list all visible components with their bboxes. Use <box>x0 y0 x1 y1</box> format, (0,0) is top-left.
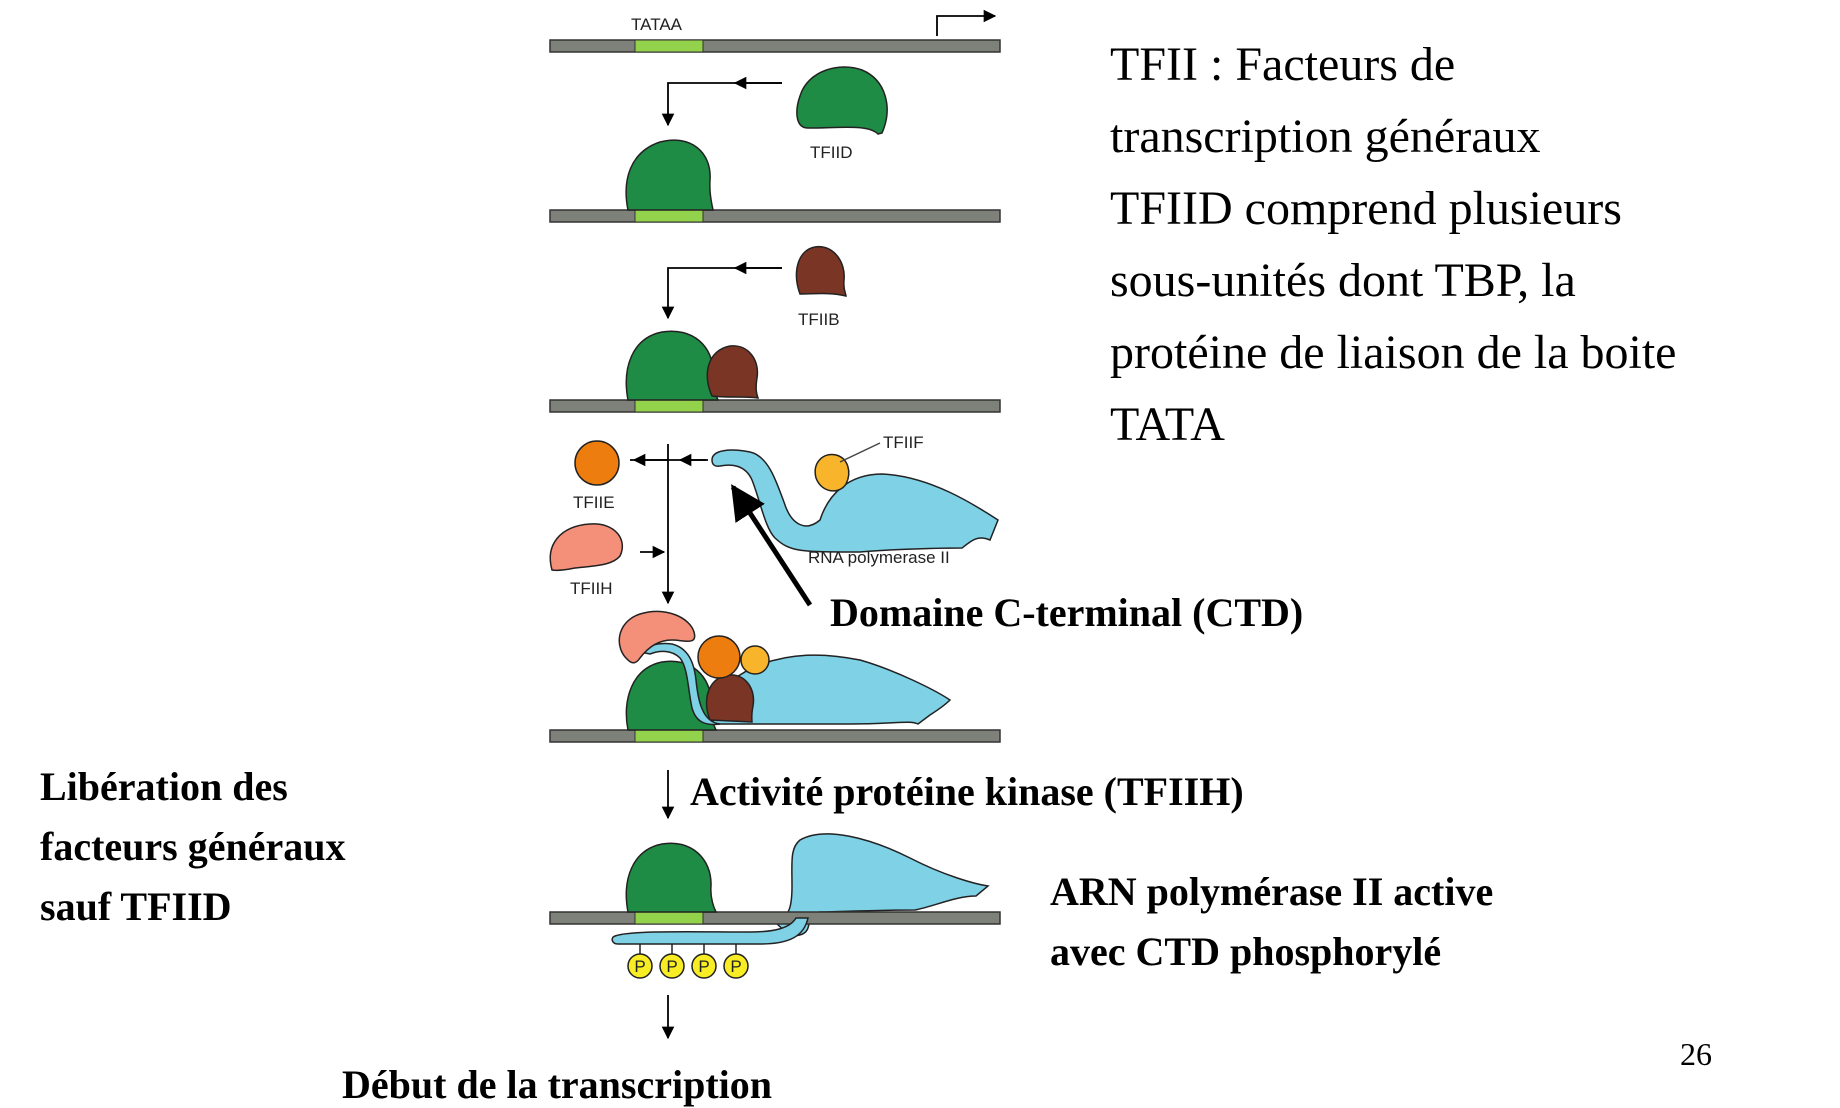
tata-box <box>634 911 704 925</box>
tata-box <box>634 39 704 53</box>
rna-polymerase-ii-free <box>711 449 999 553</box>
active-line: ARN polymérase II active <box>1050 869 1493 914</box>
tata-box <box>634 729 704 743</box>
tata-box-label: TATAA <box>631 15 683 34</box>
phosphate-circle <box>659 953 685 979</box>
phosphate-label: P <box>666 957 677 976</box>
dna-strand-3 <box>549 399 1001 413</box>
tfiih-label: TFIIH <box>570 579 613 598</box>
phosphate-group: P <box>659 944 685 979</box>
release-text: Libération des facteurs généraux sauf TF… <box>40 764 355 929</box>
active-tfiid <box>625 842 718 913</box>
tfiif-free-protein <box>814 453 850 492</box>
page-number: 26 <box>1680 1036 1712 1072</box>
active-line: avec CTD phosphorylé <box>1050 929 1441 974</box>
dna-bar <box>549 911 1001 925</box>
definition-line: TFIID comprend plusieurs <box>1110 182 1622 235</box>
transcription-start-label: Début de la transcription <box>342 1062 772 1107</box>
pic-tfiih <box>618 610 696 664</box>
tfiie-free-protein <box>574 440 620 486</box>
release-line: facteurs généraux <box>40 824 345 869</box>
definition-line: sous-unités dont TBP, la <box>1110 254 1576 307</box>
tfii-definition: TFII : Facteurs de transcription générau… <box>1110 38 1688 451</box>
phosphate-circle <box>691 953 717 979</box>
ctd-callout-arrow <box>730 484 813 607</box>
dna-strand-2 <box>549 209 1001 223</box>
tfiif-label: TFIIF <box>883 433 924 452</box>
tfiib-free-protein <box>795 246 847 297</box>
definition-line: transcription généraux <box>1110 110 1541 163</box>
tfiid-bound-protein <box>625 330 720 401</box>
tata-box <box>634 399 704 413</box>
phosphate-groups: P P P P <box>627 944 749 979</box>
tfiib-label: TFIIB <box>798 310 840 329</box>
release-line: Libération des <box>40 764 288 809</box>
definition-line: TFII : Facteurs de <box>1110 38 1455 91</box>
tfiid-label: TFIID <box>810 143 853 162</box>
phosphate-label: P <box>634 957 645 976</box>
tfiib-bound-protein <box>706 345 760 399</box>
definition-line: TATA <box>1110 398 1225 451</box>
dna-bar <box>549 209 1001 223</box>
pic-tfiif <box>740 645 770 675</box>
ctd-label: Domaine C-terminal (CTD) <box>830 590 1303 635</box>
kinase-label: Activité protéine kinase (TFIIH) <box>690 769 1244 814</box>
tata-box <box>634 209 704 223</box>
pic-tfiib <box>705 674 755 723</box>
tfiie-label: TFIIE <box>573 493 615 512</box>
dna-strand-6 <box>549 911 1001 925</box>
dna-bar <box>549 399 1001 413</box>
dna-strand-1 <box>549 39 1001 53</box>
tfiid-bound-protein <box>625 139 714 211</box>
phosphate-circle <box>723 953 749 979</box>
phosphate-label: P <box>730 957 741 976</box>
phosphate-label: P <box>698 957 709 976</box>
pic-tfiie <box>697 635 741 679</box>
phosphorylated-ctd <box>611 917 809 945</box>
definition-line: protéine de liaison de la boite <box>1110 326 1676 379</box>
transcription-start-arrow <box>936 9 997 36</box>
phosphate-group: P <box>723 944 749 979</box>
polymerase-label: RNA polymerase II <box>808 548 950 567</box>
release-line: sauf TFIID <box>40 884 232 929</box>
dna-bar <box>549 39 1001 53</box>
dna-bar <box>549 729 1001 743</box>
tfiid-free-protein <box>796 66 888 135</box>
phosphate-group: P <box>691 944 717 979</box>
active-polymerase-text: ARN polymérase II active avec CTD phosph… <box>1050 869 1503 974</box>
phosphate-circle <box>627 953 653 979</box>
binding-arrow-tfiid <box>661 82 782 127</box>
phosphate-group: P <box>627 944 653 979</box>
tfiif-pointer <box>839 442 881 463</box>
tfiih-free-protein <box>549 523 624 572</box>
binding-arrow-tfiib <box>661 267 782 320</box>
dna-strand-5 <box>549 729 1001 743</box>
